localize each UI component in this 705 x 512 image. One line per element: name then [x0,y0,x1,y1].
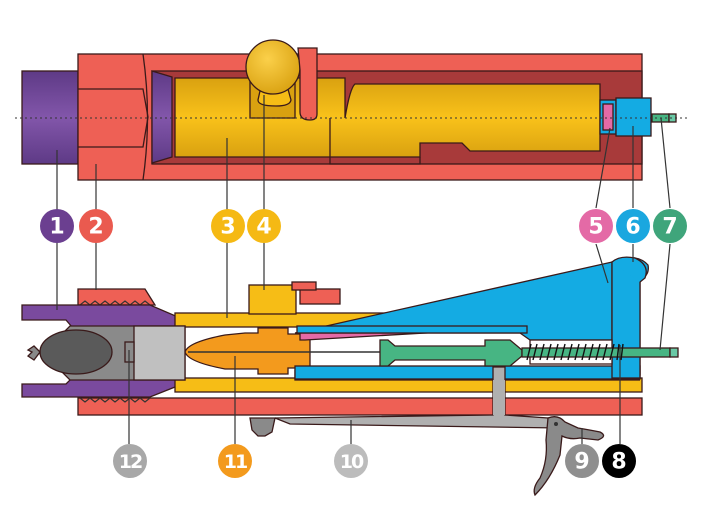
barrel-upper [21,304,186,328]
cocking-piece-upright [611,261,641,379]
sear-screw [249,417,276,437]
firing-pin [379,339,523,367]
callout-10: 10 [334,444,368,478]
receiver-lug [297,47,318,121]
callout-8: 8 [602,444,636,478]
bolt-handle-ball [245,39,301,95]
firing-pin-rod [521,347,671,358]
callout-11-text: 11 [224,451,247,473]
callout-6-text: 6 [625,215,640,240]
callout-1: 1 [40,209,74,243]
callout-9-text: 9 [574,450,589,475]
bullet-tip [26,345,41,361]
bolt-lug [248,284,297,315]
barrel-lower [21,377,186,398]
callout-2: 2 [79,209,113,243]
callout-5: 5 [579,209,613,243]
callout-5-text: 5 [588,215,603,240]
callout-12-text: 12 [119,451,142,473]
firing-pin-tip [184,327,311,375]
cocking-piece-lower [294,365,641,380]
mainspring [526,343,624,361]
callout-3-text: 3 [220,215,235,240]
callout-10-text: 10 [340,451,364,473]
receiver-lug-bottom [299,288,341,305]
callout-8-text: 8 [611,450,626,475]
callout-7-text: 7 [662,215,677,240]
pink-lever-top [602,103,614,131]
callout-6: 6 [616,209,650,243]
receiver-lower-rail [77,397,643,416]
leader-lines [56,95,671,444]
bullet [39,329,113,375]
trigger [533,416,605,497]
callout-1-text: 1 [49,215,64,240]
callout-4: 4 [247,209,281,243]
callout-3: 3 [211,209,245,243]
chamber-cone [151,70,173,164]
cartridge-base [133,325,186,381]
callout-7: 7 [653,209,687,243]
callout-4-text: 4 [256,215,271,240]
cocking-piece-upper [296,325,528,334]
callout-2-text: 2 [88,215,103,240]
callout-12: 12 [113,444,147,478]
top-view [15,39,690,181]
callout-11: 11 [218,444,252,478]
bottom-view [21,256,679,497]
callout-9: 9 [565,444,599,478]
